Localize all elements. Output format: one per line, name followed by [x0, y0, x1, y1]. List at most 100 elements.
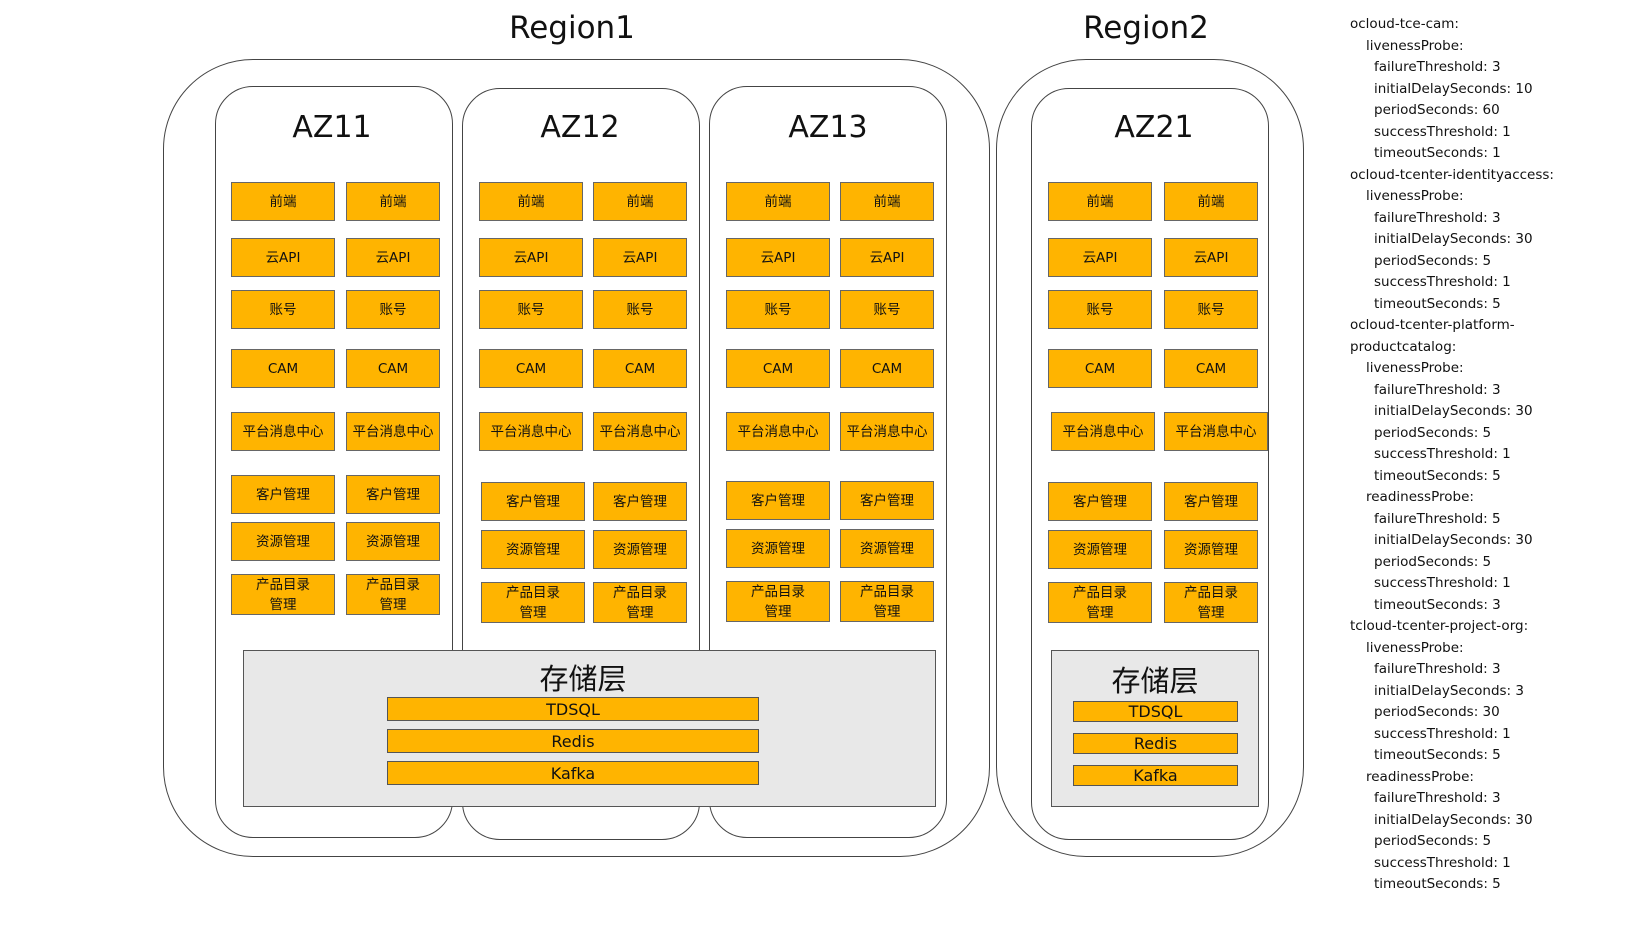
config-line: initialDelaySeconds: 30 [1374, 403, 1533, 419]
config-line: tcloud-tcenter-project-org: [1350, 618, 1529, 634]
config-line: ocloud-tcenter-platform- [1350, 317, 1515, 333]
region2-redis-box: Redis [1073, 733, 1238, 754]
config-line: ocloud-tcenter-identityaccess: [1350, 166, 1554, 183]
az13-account-box-1: 账号 [726, 290, 830, 329]
az11-resource-mgmt-box-1: 资源管理 [231, 522, 335, 561]
config-line: failureThreshold: 3 [1374, 661, 1501, 677]
probe-config-text: ocloud-tce-cam:livenessProbe:failureThre… [1350, 14, 1554, 896]
region1-kafka-box: Kafka [387, 761, 759, 785]
az21-cam-box-1: CAM [1048, 349, 1152, 388]
config-line: periodSeconds: 60 [1374, 102, 1500, 118]
region1-redis-box: Redis [387, 729, 759, 753]
config-line: readinessProbe: [1366, 768, 1474, 785]
config-line: initialDelaySeconds: 30 [1374, 532, 1533, 548]
region1-tdsql-box: TDSQL [387, 697, 759, 721]
az21-catalog-mgmt-box-2: 产品目录 管理 [1164, 582, 1258, 623]
az11-title: AZ11 [292, 110, 372, 145]
config-line: timeoutSeconds: 3 [1374, 596, 1501, 613]
az13-title: AZ13 [788, 110, 868, 145]
region2-storage-title: 存储层 [1111, 664, 1199, 698]
az13-resource-mgmt-box-1: 资源管理 [726, 529, 830, 568]
config-line: failureThreshold: 3 [1374, 790, 1501, 806]
region1-title: Region1 [509, 10, 635, 46]
config-line: failureThreshold: 3 [1374, 209, 1501, 226]
az21-resource-mgmt-box-2: 资源管理 [1164, 530, 1258, 569]
az12-catalog-mgmt-box-1: 产品目录 管理 [481, 582, 585, 623]
region2-kafka-box: Kafka [1073, 765, 1238, 786]
config-line: timeoutSeconds: 5 [1374, 295, 1501, 312]
az12-message-center-box-1: 平台消息中心 [479, 412, 583, 451]
az12-account-box-2: 账号 [593, 290, 687, 329]
az21-account-box-2: 账号 [1164, 290, 1258, 329]
az21-customer-mgmt-box-1: 客户管理 [1048, 482, 1152, 521]
az13-cam-box-1: CAM [726, 349, 830, 388]
region1-storage-title: 存储层 [539, 662, 627, 696]
az11-frontend-box-2: 前端 [346, 182, 440, 221]
az13-customer-mgmt-box-2: 客户管理 [840, 481, 934, 520]
az12-message-center-box-2: 平台消息中心 [593, 412, 687, 451]
region1-container [163, 59, 990, 857]
config-line: successThreshold: 1 [1374, 725, 1511, 742]
az11-cloudapi-box-2: 云API [346, 238, 440, 277]
config-line: initialDelaySeconds: 30 [1374, 811, 1533, 828]
az11-cam-box-1: CAM [231, 349, 335, 388]
az11-catalog-mgmt-box-1: 产品目录 管理 [231, 574, 335, 615]
config-line: timeoutSeconds: 1 [1374, 145, 1501, 161]
az13-frontend-box-2: 前端 [840, 182, 934, 221]
az11-cloudapi-box-1: 云API [231, 238, 335, 277]
az11-message-center-box-1: 平台消息中心 [231, 412, 335, 451]
az13-message-center-box-2: 平台消息中心 [840, 412, 934, 451]
az21-cloudapi-box-1: 云API [1048, 238, 1152, 277]
config-line: livenessProbe: [1366, 188, 1464, 204]
az12-cloudapi-box-1: 云API [479, 238, 583, 277]
config-line: periodSeconds: 5 [1374, 833, 1492, 849]
az21-frontend-box-1: 前端 [1048, 182, 1152, 221]
az12-frontend-box-1: 前端 [479, 182, 583, 221]
config-line: initialDelaySeconds: 30 [1374, 231, 1533, 247]
az12-resource-mgmt-box-1: 资源管理 [481, 530, 585, 569]
az12-cam-box-2: CAM [593, 349, 687, 388]
az12-customer-mgmt-box-1: 客户管理 [481, 482, 585, 521]
config-line: livenessProbe: [1366, 360, 1464, 376]
az21-resource-mgmt-box-1: 资源管理 [1048, 530, 1152, 569]
az21-message-center-box-2: 平台消息中心 [1164, 412, 1268, 451]
az21-cam-box-2: CAM [1164, 349, 1258, 388]
config-line: periodSeconds: 5 [1374, 424, 1492, 441]
az13-customer-mgmt-box-1: 客户管理 [726, 481, 830, 520]
config-line: livenessProbe: [1366, 639, 1464, 656]
az12-frontend-box-2: 前端 [593, 182, 687, 221]
az11-message-center-box-2: 平台消息中心 [346, 412, 440, 451]
az21-catalog-mgmt-box-1: 产品目录 管理 [1048, 582, 1152, 623]
config-line: productcatalog: [1350, 338, 1457, 355]
config-line: successThreshold: 1 [1374, 446, 1511, 462]
az12-account-box-1: 账号 [479, 290, 583, 329]
az21-message-center-box-1: 平台消息中心 [1051, 412, 1155, 451]
config-line: successThreshold: 1 [1374, 575, 1511, 591]
az21-frontend-box-2: 前端 [1164, 182, 1258, 221]
az13-cloudapi-box-1: 云API [726, 238, 830, 277]
az11-catalog-mgmt-box-2: 产品目录 管理 [346, 574, 440, 615]
az12-cloudapi-box-2: 云API [593, 238, 687, 277]
config-line: failureThreshold: 3 [1374, 381, 1501, 398]
az12-title: AZ12 [540, 110, 620, 145]
az13-catalog-mgmt-box-2: 产品目录 管理 [840, 581, 934, 622]
region2-title: Region2 [1083, 10, 1209, 46]
az21-account-box-1: 账号 [1048, 290, 1152, 329]
az12-catalog-mgmt-box-2: 产品目录 管理 [593, 582, 687, 623]
az12-customer-mgmt-box-2: 客户管理 [593, 482, 687, 521]
az11-frontend-box-1: 前端 [231, 182, 335, 221]
az21-title: AZ21 [1114, 110, 1194, 145]
config-line: timeoutSeconds: 5 [1374, 747, 1501, 763]
az13-account-box-2: 账号 [840, 290, 934, 329]
config-line: timeoutSeconds: 5 [1374, 876, 1501, 892]
az11-cam-box-2: CAM [346, 349, 440, 388]
az11-account-box-1: 账号 [231, 290, 335, 329]
config-line: readinessProbe: [1366, 489, 1474, 505]
az13-cloudapi-box-2: 云API [840, 238, 934, 277]
az13-cam-box-2: CAM [840, 349, 934, 388]
az12-cam-box-1: CAM [479, 349, 583, 388]
config-line: successThreshold: 1 [1374, 123, 1511, 140]
az21-customer-mgmt-box-2: 客户管理 [1164, 482, 1258, 521]
config-line: periodSeconds: 30 [1374, 704, 1500, 720]
config-line: initialDelaySeconds: 10 [1374, 80, 1533, 97]
